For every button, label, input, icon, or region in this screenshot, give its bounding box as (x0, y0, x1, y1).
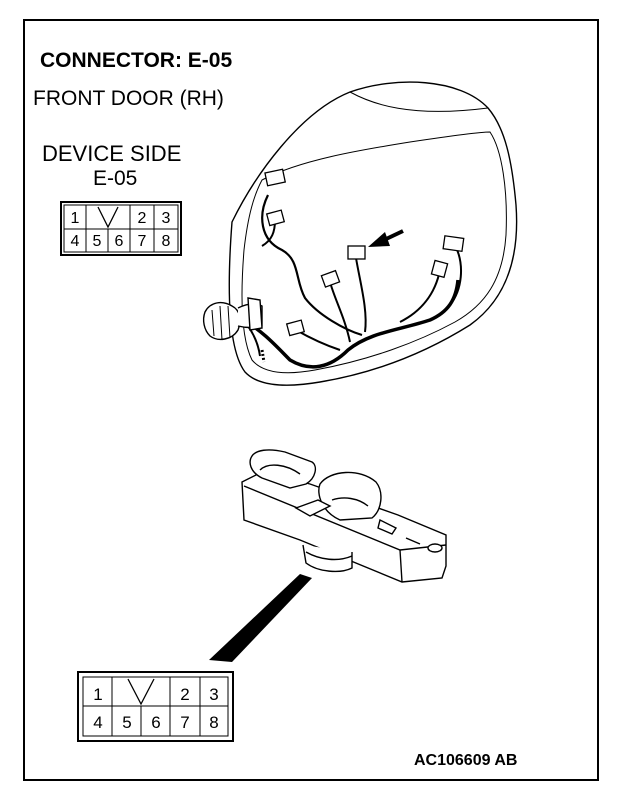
small-pin-8: 8 (162, 233, 171, 250)
large-pin-5: 5 (122, 713, 131, 732)
small-pinout (60, 201, 182, 256)
large-pin-1: 1 (93, 685, 102, 704)
large-pin-7: 7 (180, 713, 189, 732)
diagram-frame (23, 19, 599, 781)
door-location-label: FRONT DOOR (RH) (33, 87, 224, 110)
small-pin-7: 7 (138, 233, 147, 250)
device-id-label: E-05 (93, 167, 138, 190)
large-pin-8: 8 (209, 713, 218, 732)
large-pin-6: 6 (151, 713, 160, 732)
large-pin-2: 2 (180, 685, 189, 704)
device-side-label: DEVICE SIDE (42, 141, 182, 166)
connector-title: CONNECTOR: E-05 (40, 49, 233, 72)
small-pin-6: 6 (115, 233, 124, 250)
pointer-arrow (368, 229, 404, 247)
connector-pointer-cone (209, 574, 312, 662)
small-pin-5: 5 (93, 233, 102, 250)
switch-component-illustration (241, 449, 447, 583)
small-pin-1: 1 (71, 210, 80, 227)
figure-code: AC106609 AB (414, 752, 518, 769)
small-pin-3: 3 (162, 210, 171, 227)
large-pin-4: 4 (93, 713, 102, 732)
small-pin-2: 2 (138, 210, 147, 227)
door-panel-illustration (202, 81, 518, 386)
large-pinout (77, 671, 234, 742)
large-pin-3: 3 (209, 685, 218, 704)
small-pin-4: 4 (71, 233, 80, 250)
